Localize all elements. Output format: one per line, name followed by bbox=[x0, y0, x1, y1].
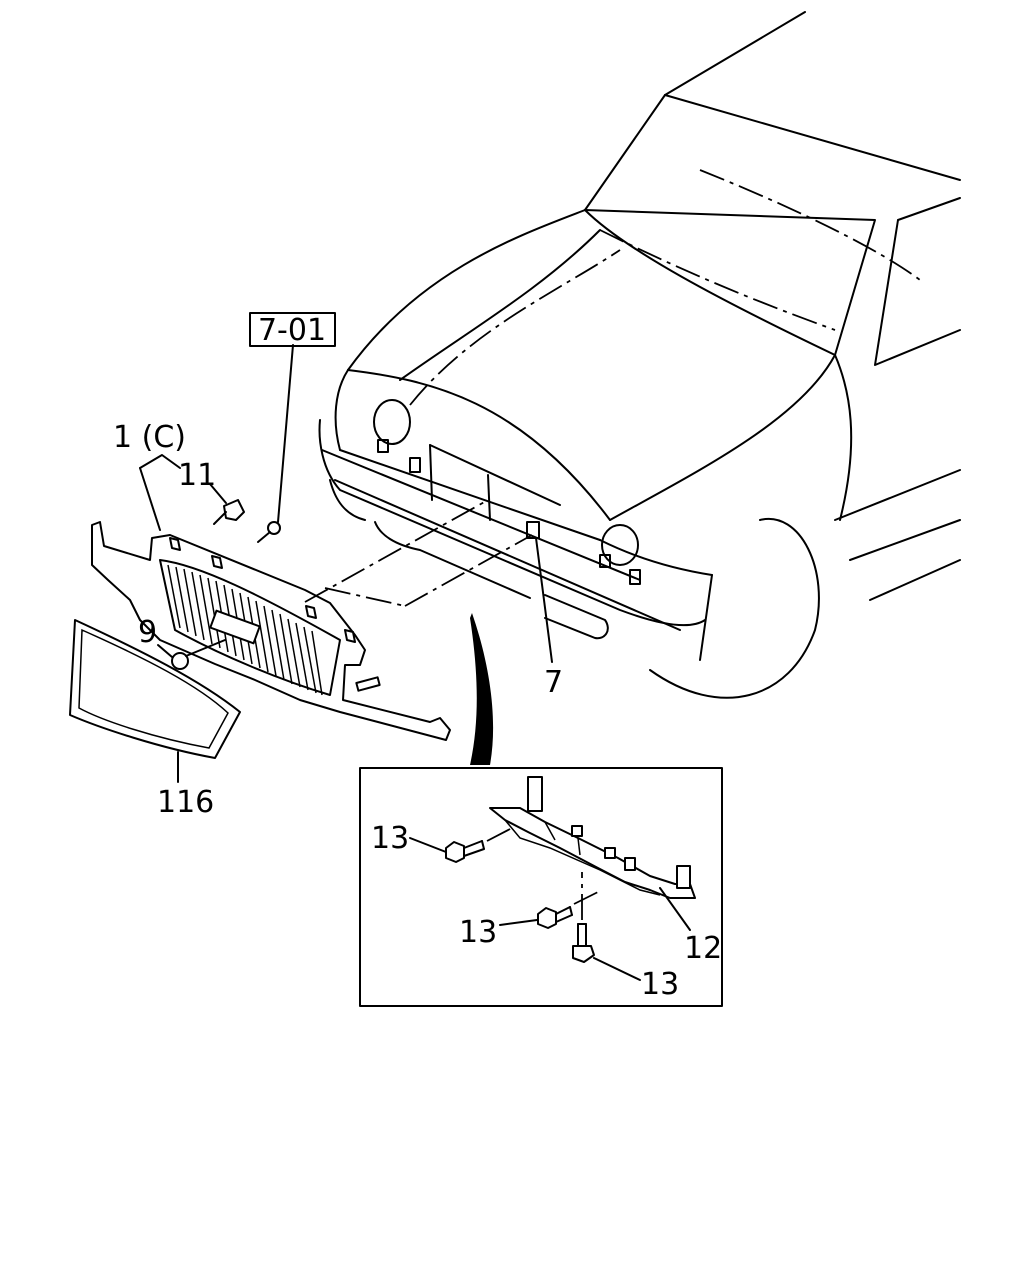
label-bolt-13-a: 13 bbox=[371, 821, 409, 856]
label-clip: 11 bbox=[178, 458, 216, 493]
label-bolt-13-b: 13 bbox=[459, 915, 497, 950]
grille-assembly bbox=[91, 521, 451, 741]
bracket-part-12 bbox=[489, 776, 696, 899]
label-bolt-13-c: 13 bbox=[641, 967, 679, 1002]
label-retainer-7: 7 bbox=[544, 665, 563, 700]
bolt-part-13-c bbox=[572, 923, 595, 963]
label-grille-assembly: 1 (C) bbox=[113, 420, 186, 455]
ref-box[interactable]: 7-01 bbox=[249, 312, 336, 348]
ref-box-label: 7-01 bbox=[258, 313, 326, 348]
label-bracket-12: 12 bbox=[684, 931, 722, 966]
clip-part bbox=[213, 499, 245, 525]
screw-part-7-01 bbox=[257, 521, 281, 543]
grille-emblem bbox=[209, 609, 261, 645]
bolt-part-13-b bbox=[537, 906, 573, 929]
assembly-lines bbox=[304, 499, 533, 607]
detail-arrow bbox=[470, 613, 494, 765]
label-grille-molding: 116 bbox=[157, 785, 214, 820]
detail-box bbox=[359, 767, 723, 1007]
screw-part-9 bbox=[171, 639, 226, 670]
label-screw-9: 9 bbox=[138, 615, 157, 650]
bolt-part-13-a bbox=[445, 840, 485, 863]
grille-molding bbox=[69, 619, 241, 759]
vehicle-outline bbox=[318, 11, 961, 699]
leader-lines bbox=[139, 344, 553, 783]
